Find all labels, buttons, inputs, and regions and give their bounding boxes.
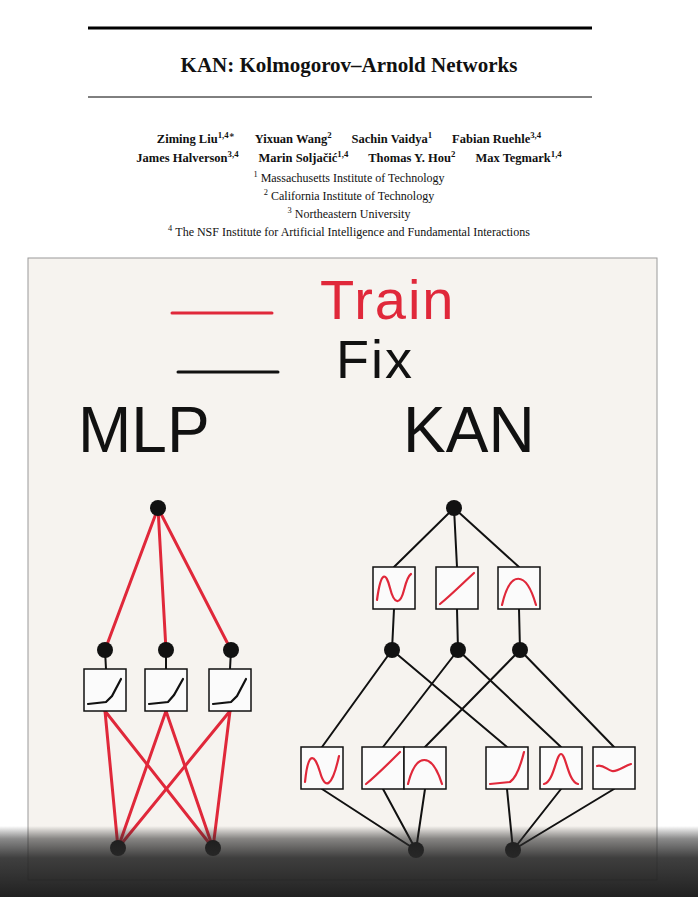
- author-line: Ziming Liu1,4∗ Yixuan Wang2 Sachin Vaidya1…: [0, 132, 698, 147]
- illustration-part: [502, 579, 536, 605]
- author-name: James Halverson: [136, 151, 227, 165]
- illustration-part: [486, 747, 528, 789]
- affiliation-mark: 1,4∗: [218, 130, 235, 140]
- affiliation-name: Massachusetts Institute of Technology: [261, 171, 445, 185]
- illustration-part: [408, 760, 442, 784]
- illustration-part: [446, 500, 462, 516]
- illustration-part: [150, 500, 166, 516]
- affiliation-name: California Institute of Technology: [271, 189, 434, 203]
- affiliation-line: 4The NSF Institute for Artificial Intell…: [0, 225, 698, 239]
- affiliation-line: 3Northeastern University: [0, 207, 698, 221]
- illustration-part: [322, 508, 614, 850]
- illustration-part: [404, 747, 446, 789]
- illustration-part: [373, 567, 415, 609]
- affiliation-number: 3: [288, 206, 292, 215]
- author-name: Yixuan Wang: [255, 132, 328, 146]
- illustration-part: [440, 573, 474, 604]
- illustration-part: [384, 642, 400, 658]
- author-name: Max Tegmark: [475, 151, 550, 165]
- affiliation-mark: 2: [451, 149, 455, 159]
- affiliation-number: 1: [253, 170, 257, 179]
- illustration-part: [454, 508, 457, 567]
- author-name: Ziming Liu: [157, 132, 218, 146]
- illustration-part: [88, 679, 121, 704]
- illustration-part: [223, 642, 239, 658]
- illustration-part: [97, 642, 113, 658]
- illustration-part: [366, 752, 400, 784]
- illustration-part: [158, 508, 166, 650]
- illustration-part: [97, 500, 239, 856]
- illustration-part: [322, 650, 392, 747]
- illustration-part: [301, 747, 343, 789]
- affiliation-number: 4: [168, 224, 172, 233]
- illustration-part: [454, 508, 519, 567]
- legend-text: Fix: [336, 332, 414, 386]
- title-rule: [88, 97, 592, 98]
- affiliation-line: 2California Institute of Technology: [0, 189, 698, 203]
- illustration-part: [520, 650, 614, 747]
- illustration-part: [593, 747, 635, 789]
- affiliation-mark: 2: [327, 130, 331, 140]
- illustration-part: [490, 752, 524, 784]
- affiliation-name: The NSF Institute for Artificial Intelli…: [175, 225, 530, 239]
- illustration-part: [425, 650, 520, 747]
- illustration-part: [105, 508, 158, 650]
- affiliation-line: 1 Massachusetts Institute of Technology: [0, 171, 698, 185]
- figure-panel: [28, 258, 657, 880]
- network-heading: KAN: [403, 398, 535, 462]
- author-name: Thomas Y. Hou: [368, 151, 451, 165]
- illustration-part: [158, 642, 174, 658]
- mlp-network: [84, 500, 251, 856]
- affiliation-number: 2: [264, 188, 268, 197]
- paper-title: KAN: Kolmogorov–Arnold Networks: [0, 53, 698, 78]
- affiliation-mark: 1,4: [337, 149, 348, 159]
- illustration-part: [544, 754, 578, 784]
- illustration-part: [377, 574, 411, 601]
- illustration-part: [498, 567, 540, 609]
- illustration-part: [512, 642, 528, 658]
- author-name: Marin Soljačić: [259, 151, 338, 165]
- illustration-part: [158, 508, 231, 650]
- illustration-part: [301, 567, 635, 789]
- legend-line-red: [172, 312, 272, 315]
- affiliation-mark: 3,4: [530, 130, 541, 140]
- illustration-part: [394, 508, 454, 567]
- network-heading: MLP: [78, 398, 210, 462]
- affiliation-name: Northeastern University: [295, 207, 411, 221]
- affiliation-mark: 1,4: [551, 149, 562, 159]
- illustration-part: [145, 669, 187, 711]
- illustration-part: [213, 679, 246, 704]
- illustration-part: [305, 573, 631, 784]
- affiliation-mark: 1: [428, 130, 432, 140]
- illustration-part: [540, 747, 582, 789]
- author-name: Fabian Ruehle: [452, 132, 530, 146]
- illustration-part: [450, 642, 466, 658]
- illustration-part: [305, 756, 339, 783]
- illustration-part: [84, 669, 126, 711]
- illustration-part: [436, 567, 478, 609]
- illustration-part: [384, 500, 528, 858]
- video-control-bar: [0, 826, 698, 897]
- illustration-part: [84, 669, 251, 711]
- illustration-part: [383, 650, 458, 747]
- author-line: James Halverson3,4Marin Soljačić1,4Thoma…: [0, 151, 698, 166]
- illustration-part: [149, 679, 183, 704]
- top-rule: [88, 27, 592, 30]
- legend-line-black: [178, 371, 278, 374]
- legend-text: Train: [320, 272, 456, 328]
- affiliation-mark: 3,4: [228, 149, 239, 159]
- illustration-part: [392, 650, 507, 747]
- illustration-part: [209, 669, 251, 711]
- kan-network: [301, 500, 635, 858]
- illustration-part: [88, 679, 246, 704]
- illustration-part: [597, 764, 631, 771]
- illustration-part: [362, 747, 404, 789]
- author-name: Sachin Vaidya: [352, 132, 428, 146]
